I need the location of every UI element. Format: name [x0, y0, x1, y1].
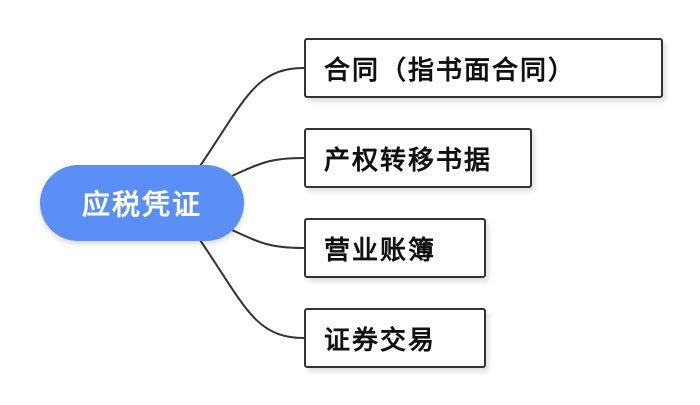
connector-branch-3 — [231, 229, 305, 249]
branch-node-label: 营业账簿 — [324, 235, 437, 266]
connector-branch-4 — [199, 239, 305, 339]
branch-node-securities-trading[interactable]: 证券交易 — [304, 308, 486, 368]
root-node-label: 应税凭证 — [81, 188, 202, 221]
branch-node-property-transfer[interactable]: 产权转移书据 — [304, 128, 532, 188]
branch-node-label: 合同（指书面合同） — [324, 55, 577, 86]
connector-branch-1 — [199, 67, 305, 167]
branch-node-label: 证券交易 — [324, 325, 437, 356]
connector-branch-2 — [231, 157, 305, 177]
root-node[interactable]: 应税凭证 — [40, 165, 244, 241]
branch-node-label: 产权转移书据 — [324, 145, 493, 176]
branch-node-contract[interactable]: 合同（指书面合同） — [304, 38, 663, 98]
branch-node-business-books[interactable]: 营业账簿 — [304, 218, 486, 278]
